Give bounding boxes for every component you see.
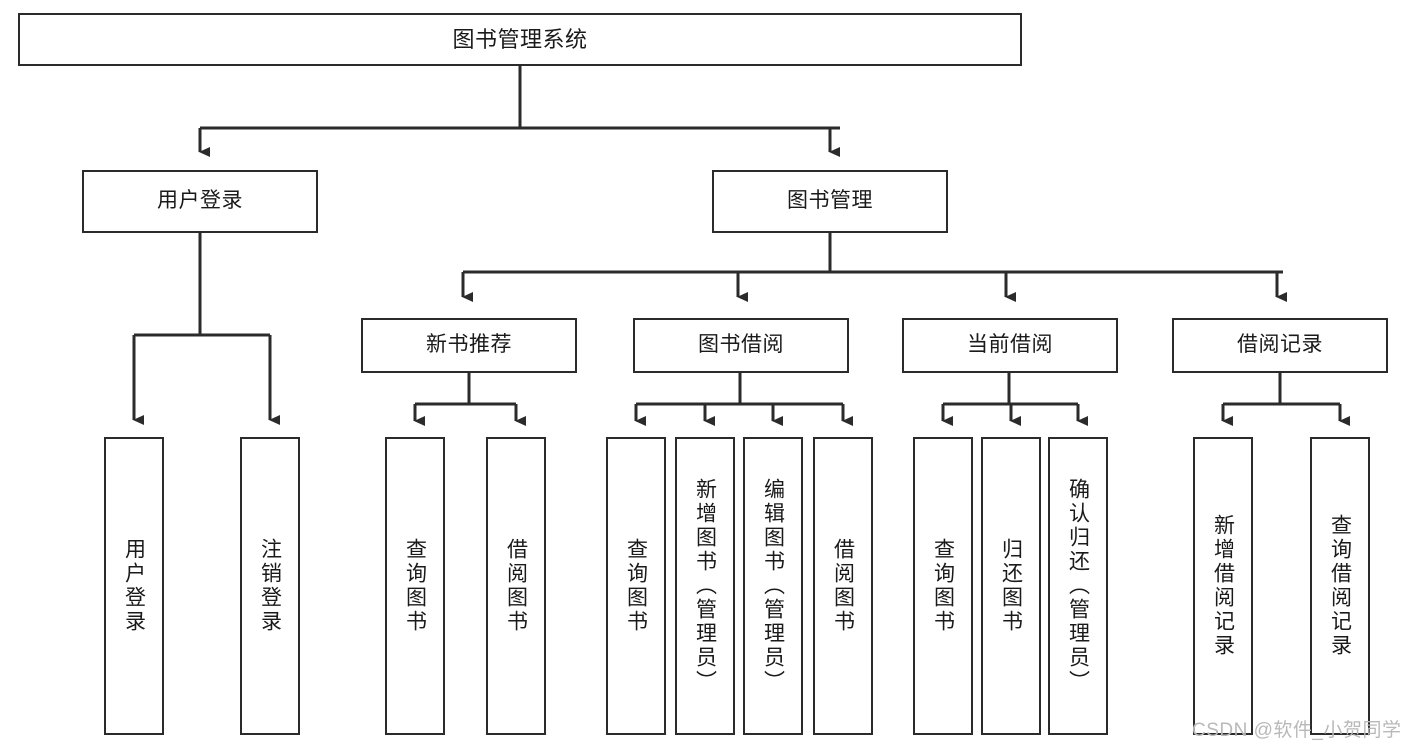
node-book-borrow-label: 图书借阅: [698, 333, 784, 357]
node-leaf-borrow-book-1[interactable]: 借阅图书: [486, 437, 546, 735]
node-leaf-query-book-1[interactable]: 查询图书: [385, 437, 445, 735]
node-leaf-query-book-1-label: 查询图书: [403, 538, 427, 634]
node-leaf-return-book-label: 归还图书: [999, 538, 1023, 634]
node-book-manage-label: 图书管理: [787, 189, 873, 213]
node-leaf-confirm-return[interactable]: 确认归还（管理员）: [1048, 437, 1108, 735]
node-leaf-borrow-book-2[interactable]: 借阅图书: [813, 437, 873, 735]
node-leaf-add-book[interactable]: 新增图书（管理员）: [675, 437, 735, 735]
node-current-borrow-label: 当前借阅: [967, 333, 1053, 357]
node-leaf-edit-book[interactable]: 编辑图书（管理员）: [743, 437, 803, 735]
node-leaf-logout[interactable]: 注销登录: [240, 437, 300, 735]
node-leaf-user-login[interactable]: 用户登录: [104, 437, 164, 735]
node-leaf-query-book-3-label: 查询图书: [931, 538, 955, 634]
node-leaf-edit-book-label: 编辑图书（管理员）: [761, 478, 785, 694]
node-new-book-recommend[interactable]: 新书推荐: [361, 318, 577, 373]
node-borrow-record-label: 借阅记录: [1237, 333, 1323, 357]
node-leaf-logout-label: 注销登录: [258, 538, 282, 634]
node-leaf-add-record-label: 新增借阅记录: [1211, 514, 1235, 658]
node-leaf-query-book-2-label: 查询图书: [624, 538, 648, 634]
node-leaf-query-book-3[interactable]: 查询图书: [913, 437, 973, 735]
node-user-login[interactable]: 用户登录: [82, 170, 318, 233]
node-borrow-record[interactable]: 借阅记录: [1172, 318, 1388, 373]
node-leaf-query-record[interactable]: 查询借阅记录: [1310, 437, 1370, 735]
node-leaf-borrow-book-2-label: 借阅图书: [831, 538, 855, 634]
node-book-borrow[interactable]: 图书借阅: [633, 318, 849, 373]
node-leaf-return-book[interactable]: 归还图书: [981, 437, 1041, 735]
node-book-manage[interactable]: 图书管理: [712, 170, 948, 233]
node-leaf-add-record[interactable]: 新增借阅记录: [1193, 437, 1253, 735]
node-user-login-label: 用户登录: [157, 189, 243, 213]
node-leaf-user-login-label: 用户登录: [122, 538, 146, 634]
node-root-label: 图书管理系统: [452, 26, 588, 52]
node-leaf-query-record-label: 查询借阅记录: [1328, 514, 1352, 658]
node-root[interactable]: 图书管理系统: [18, 13, 1022, 66]
csdn-watermark: CSDN @软件_小贺同学: [1192, 720, 1402, 741]
node-leaf-query-book-2[interactable]: 查询图书: [606, 437, 666, 735]
node-leaf-add-book-label: 新增图书（管理员）: [693, 478, 717, 694]
node-new-book-recommend-label: 新书推荐: [426, 333, 512, 357]
node-current-borrow[interactable]: 当前借阅: [902, 318, 1118, 373]
node-leaf-confirm-return-label: 确认归还（管理员）: [1066, 478, 1090, 694]
node-leaf-borrow-book-1-label: 借阅图书: [504, 538, 528, 634]
